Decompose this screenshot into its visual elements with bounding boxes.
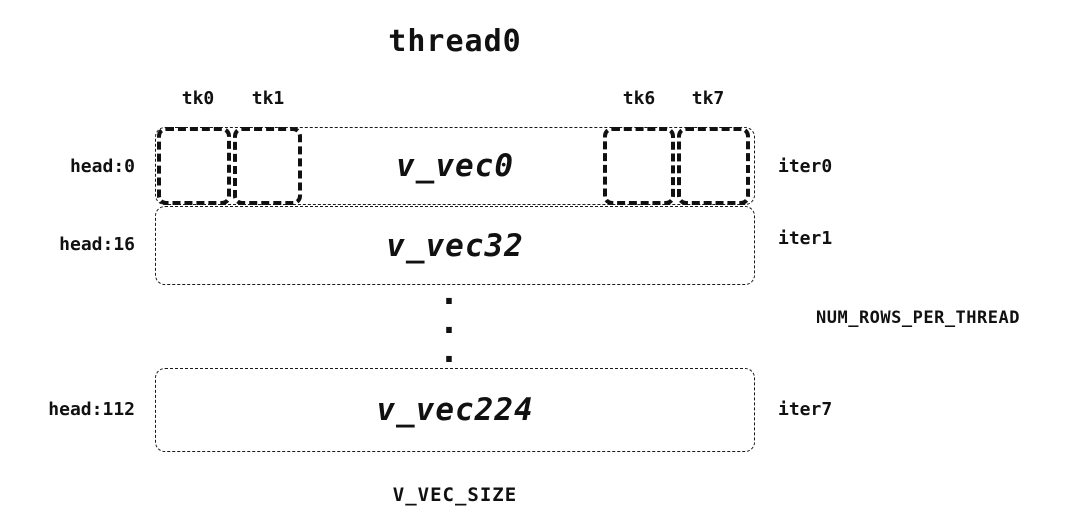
tk6-box [603, 127, 675, 205]
v-vec-size-label: V_VEC_SIZE [392, 484, 518, 506]
head-label-iter7: head:112 [48, 399, 135, 420]
ellipsis-dot: . [438, 273, 460, 313]
head-label-iter1: head:16 [59, 234, 135, 255]
vector-row-iter1: v_vec32 [155, 206, 755, 285]
iter-label-7: iter7 [778, 399, 833, 420]
tk-label-0: tk0 [181, 88, 215, 109]
tk0-box [157, 127, 231, 205]
ellipsis-dot: . [438, 331, 460, 371]
tk-label-6: tk6 [622, 88, 656, 109]
tk-label-7: tk7 [691, 88, 725, 109]
tk7-box [677, 127, 750, 205]
vec-label-iter1: v_vec32 [386, 227, 524, 264]
head-label-iter0: head:0 [69, 156, 135, 177]
vertical-ellipsis: . . . [434, 273, 464, 371]
diagram-title: thread0 [388, 24, 522, 59]
tk1-box [233, 127, 302, 205]
vector-row-iter0: v_vec0 [155, 127, 755, 205]
vec-label-iter0: v_vec0 [396, 148, 514, 184]
tk-label-1: tk1 [251, 88, 285, 109]
iter-label-0: iter0 [778, 156, 833, 177]
vector-row-iter7: v_vec224 [155, 368, 755, 452]
num-rows-per-thread-label: NUM_ROWS_PER_THREAD [816, 308, 1020, 328]
ellipsis-dot: . [438, 302, 460, 342]
vec-label-iter7: v_vec224 [376, 392, 534, 428]
iter-label-1: iter1 [778, 228, 833, 249]
